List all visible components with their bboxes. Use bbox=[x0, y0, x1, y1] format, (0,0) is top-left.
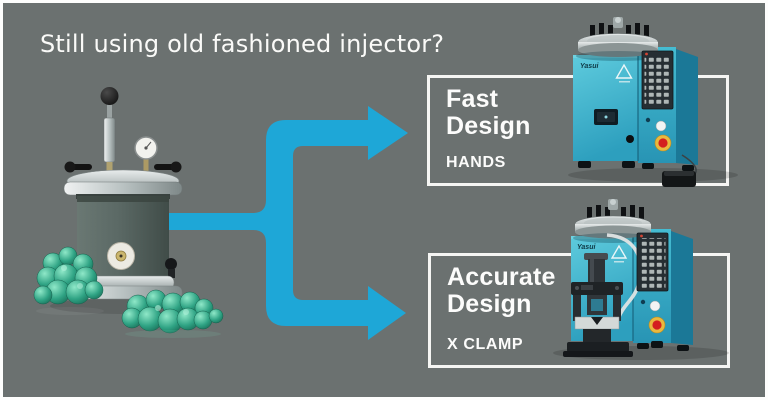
pressure-gauge bbox=[134, 136, 158, 184]
nozzle bbox=[107, 242, 135, 270]
machine-side-panel bbox=[676, 49, 698, 165]
wax-reflection bbox=[36, 307, 104, 315]
injector-lid bbox=[63, 161, 183, 199]
option-subtitle-x-clamp: X CLAMP bbox=[447, 336, 524, 353]
option-title-fast-design: Fast Design bbox=[446, 85, 531, 140]
door-slot bbox=[594, 109, 618, 125]
machine-feet bbox=[637, 341, 689, 351]
machine-feet bbox=[578, 161, 694, 171]
foot-pedal bbox=[662, 171, 696, 187]
option-subtitle-hands: HANDS bbox=[446, 154, 506, 171]
option-box-fast-design: Fast Design HANDS bbox=[427, 75, 729, 186]
small-button bbox=[645, 117, 651, 123]
door-knob bbox=[626, 135, 634, 143]
brand-triangle-logo bbox=[610, 244, 628, 263]
hands-injection-machine-image: Yasui bbox=[568, 17, 738, 187]
wax-pile-right bbox=[121, 289, 224, 334]
white-button bbox=[649, 300, 661, 312]
option-title-accurate-design: Accurate Design bbox=[447, 263, 556, 318]
floor-shadow bbox=[568, 168, 738, 182]
indicator-light bbox=[640, 234, 643, 238]
wax-reflection bbox=[125, 330, 221, 338]
machine-lid bbox=[573, 199, 653, 243]
old-injector-image bbox=[33, 87, 224, 338]
emergency-stop-button bbox=[648, 316, 666, 334]
small-button bbox=[640, 299, 646, 305]
white-button bbox=[655, 120, 667, 132]
page-title: Still using old fashioned injector? bbox=[40, 30, 445, 58]
x-clamp-injection-machine-image: Yasui bbox=[553, 199, 729, 360]
emergency-stop-button bbox=[654, 134, 672, 152]
x-clamp-assembly bbox=[563, 253, 633, 357]
wax-pile-left bbox=[33, 246, 104, 305]
brand-triangle-logo bbox=[615, 63, 633, 83]
brand-label: Yasui bbox=[580, 63, 599, 70]
brand-label: Yasui bbox=[577, 244, 596, 251]
option-box-accurate-design: Accurate Design X CLAMP bbox=[428, 253, 730, 368]
control-panel bbox=[641, 50, 674, 110]
control-panel bbox=[636, 232, 669, 292]
machine-door bbox=[573, 55, 638, 161]
plunger-handle bbox=[100, 87, 119, 186]
machine-lid bbox=[576, 17, 660, 61]
indicator-light bbox=[645, 52, 648, 56]
side-valve bbox=[165, 258, 177, 278]
machine-side-panel bbox=[671, 231, 693, 345]
split-fork-arrow-icon bbox=[166, 106, 408, 340]
